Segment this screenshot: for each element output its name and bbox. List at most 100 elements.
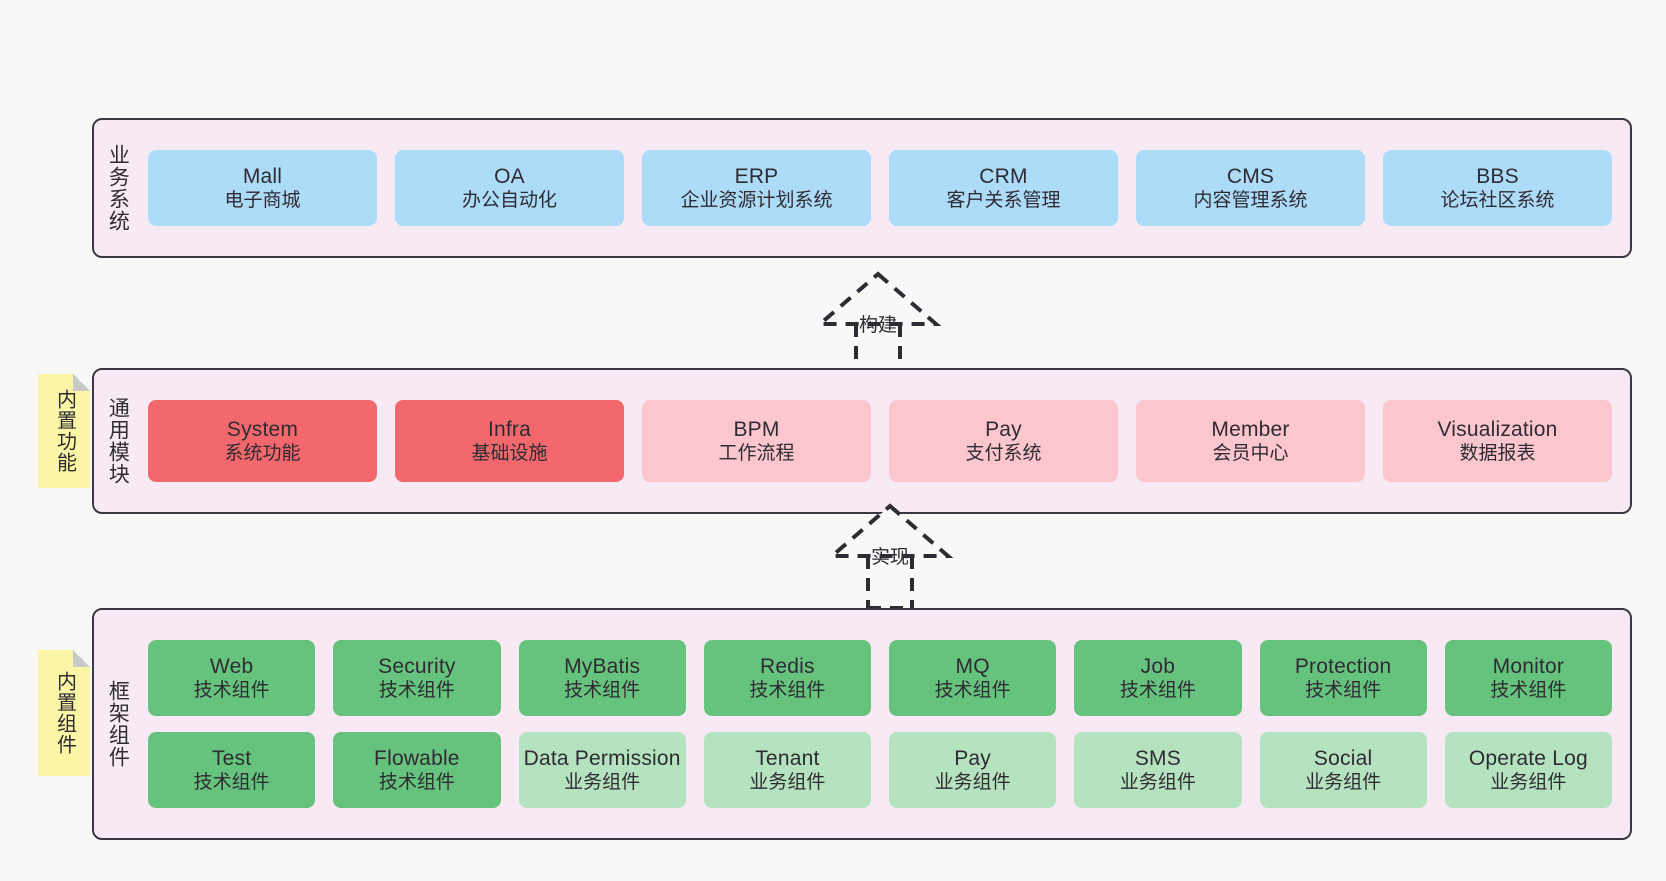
card-title-en: Operate Log xyxy=(1468,746,1588,770)
card-visualization[interactable]: Visualization 数据报表 xyxy=(1383,400,1612,482)
connector-label-build: 构建 xyxy=(858,315,898,336)
card-oa[interactable]: OA 办公自动化 xyxy=(395,150,624,226)
card-pay-component[interactable]: Pay 业务组件 xyxy=(889,732,1057,808)
card-row: Mall 电子商城 OA 办公自动化 ERP 企业资源计划系统 CRM 客户关系… xyxy=(148,150,1612,226)
note-builtin-component: 内置组件 xyxy=(38,650,90,776)
card-title-en: Test xyxy=(211,746,252,770)
layer-body-business-system: Mall 电子商城 OA 办公自动化 ERP 企业资源计划系统 CRM 客户关系… xyxy=(140,120,1630,256)
card-title-cn: 技术组件 xyxy=(564,680,641,702)
card-title-cn: 基础设施 xyxy=(471,443,548,465)
card-job[interactable]: Job 技术组件 xyxy=(1074,640,1242,716)
layer-body-common-module: System 系统功能 Infra 基础设施 BPM 工作流程 Pay 支付系统… xyxy=(140,370,1630,512)
card-flowable[interactable]: Flowable 技术组件 xyxy=(333,732,501,808)
card-title-cn: 系统功能 xyxy=(224,443,301,465)
card-title-en: Job xyxy=(1140,654,1176,678)
card-title-cn: 数据报表 xyxy=(1459,443,1536,465)
card-sms[interactable]: SMS 业务组件 xyxy=(1074,732,1242,808)
card-operate-log[interactable]: Operate Log 业务组件 xyxy=(1444,732,1612,808)
card-erp[interactable]: ERP 企业资源计划系统 xyxy=(642,150,871,226)
card-title-en: SMS xyxy=(1134,746,1181,770)
card-title-cn: 技术组件 xyxy=(934,680,1011,702)
card-title-cn: 办公自动化 xyxy=(461,190,557,212)
card-title-cn: 技术组件 xyxy=(378,772,455,794)
connector-implement: 实现 xyxy=(800,500,980,610)
card-title-en: MQ xyxy=(955,654,990,678)
card-title-cn: 业务组件 xyxy=(1119,772,1196,794)
card-row: Web 技术组件 Security 技术组件 MyBatis 技术组件 Redi… xyxy=(148,640,1612,716)
card-title-en: Security xyxy=(378,654,456,678)
card-title-en: OA xyxy=(494,164,525,188)
card-title-en: Flowable xyxy=(374,746,460,770)
card-protection[interactable]: Protection 技术组件 xyxy=(1259,640,1427,716)
card-bbs[interactable]: BBS 论坛社区系统 xyxy=(1383,150,1612,226)
note-label: 内置功能 xyxy=(53,389,76,473)
card-pay[interactable]: Pay 支付系统 xyxy=(889,400,1118,482)
card-title-cn: 技术组件 xyxy=(1490,680,1567,702)
card-title-cn: 业务组件 xyxy=(1490,772,1567,794)
connector-build: 构建 xyxy=(788,268,968,378)
card-test[interactable]: Test 技术组件 xyxy=(148,732,316,808)
card-member[interactable]: Member 会员中心 xyxy=(1136,400,1365,482)
card-title-cn: 工作流程 xyxy=(718,443,795,465)
card-title-cn: 技术组件 xyxy=(193,680,270,702)
card-title-en: Protection xyxy=(1294,654,1392,678)
card-monitor[interactable]: Monitor 技术组件 xyxy=(1444,640,1612,716)
note-label: 内置组件 xyxy=(53,671,76,755)
card-title-en: MyBatis xyxy=(564,654,641,678)
card-title-cn: 支付系统 xyxy=(965,443,1042,465)
card-title-en: Social xyxy=(1313,746,1373,770)
card-title-cn: 业务组件 xyxy=(1305,772,1382,794)
card-title-en: Pay xyxy=(985,417,1022,441)
card-cms[interactable]: CMS 内容管理系统 xyxy=(1136,150,1365,226)
card-infra[interactable]: Infra 基础设施 xyxy=(395,400,624,482)
card-title-en: ERP xyxy=(734,164,779,188)
card-redis[interactable]: Redis 技术组件 xyxy=(703,640,871,716)
card-row: System 系统功能 Infra 基础设施 BPM 工作流程 Pay 支付系统… xyxy=(148,400,1612,482)
card-system[interactable]: System 系统功能 xyxy=(148,400,377,482)
card-title-cn: 论坛社区系统 xyxy=(1440,190,1555,212)
card-security[interactable]: Security 技术组件 xyxy=(333,640,501,716)
card-row: Test 技术组件 Flowable 技术组件 Data Permission … xyxy=(148,732,1612,808)
card-bpm[interactable]: BPM 工作流程 xyxy=(642,400,871,482)
card-title-cn: 业务组件 xyxy=(564,772,641,794)
card-mq[interactable]: MQ 技术组件 xyxy=(889,640,1057,716)
card-title-cn: 技术组件 xyxy=(378,680,455,702)
card-title-en: Redis xyxy=(760,654,815,678)
card-title-cn: 企业资源计划系统 xyxy=(680,190,833,212)
layer-title-business-system: 业务系统 xyxy=(106,144,130,232)
layer-body-framework-component: Web 技术组件 Security 技术组件 MyBatis 技术组件 Redi… xyxy=(140,610,1630,838)
card-title-cn: 内容管理系统 xyxy=(1193,190,1308,212)
card-title-cn: 技术组件 xyxy=(749,680,826,702)
card-title-en: Web xyxy=(209,654,254,678)
card-title-cn: 业务组件 xyxy=(934,772,1011,794)
card-title-en: CMS xyxy=(1226,164,1275,188)
card-title-en: Monitor xyxy=(1492,654,1565,678)
connector-label-implement: 实现 xyxy=(870,547,910,568)
card-data-permission[interactable]: Data Permission 业务组件 xyxy=(518,732,686,808)
card-title-en: Visualization xyxy=(1437,417,1558,441)
card-title-en: CRM xyxy=(979,164,1028,188)
card-title-cn: 技术组件 xyxy=(1305,680,1382,702)
card-web[interactable]: Web 技术组件 xyxy=(148,640,316,716)
card-title-en: Tenant xyxy=(755,746,820,770)
card-title-en: System xyxy=(226,417,299,441)
card-mybatis[interactable]: MyBatis 技术组件 xyxy=(518,640,686,716)
card-title-en: Pay xyxy=(954,746,992,770)
card-social[interactable]: Social 业务组件 xyxy=(1259,732,1427,808)
card-title-cn: 电子商城 xyxy=(224,190,301,212)
card-title-cn: 客户关系管理 xyxy=(946,190,1061,212)
card-tenant[interactable]: Tenant 业务组件 xyxy=(703,732,871,808)
card-title-cn: 业务组件 xyxy=(749,772,826,794)
note-builtin-function: 内置功能 xyxy=(38,374,90,488)
card-title-en: BBS xyxy=(1476,164,1519,188)
card-crm[interactable]: CRM 客户关系管理 xyxy=(889,150,1118,226)
layer-framework-component: 框架组件 Web 技术组件 Security 技术组件 MyBatis 技术组件… xyxy=(92,608,1632,840)
card-title-cn: 技术组件 xyxy=(193,772,270,794)
card-title-en: Data Permission xyxy=(523,746,681,770)
card-title-cn: 会员中心 xyxy=(1212,443,1289,465)
layer-title-common-module: 通用模块 xyxy=(106,397,130,485)
card-title-cn: 技术组件 xyxy=(1119,680,1196,702)
card-mall[interactable]: Mall 电子商城 xyxy=(148,150,377,226)
layer-title-framework-component: 框架组件 xyxy=(106,680,130,768)
